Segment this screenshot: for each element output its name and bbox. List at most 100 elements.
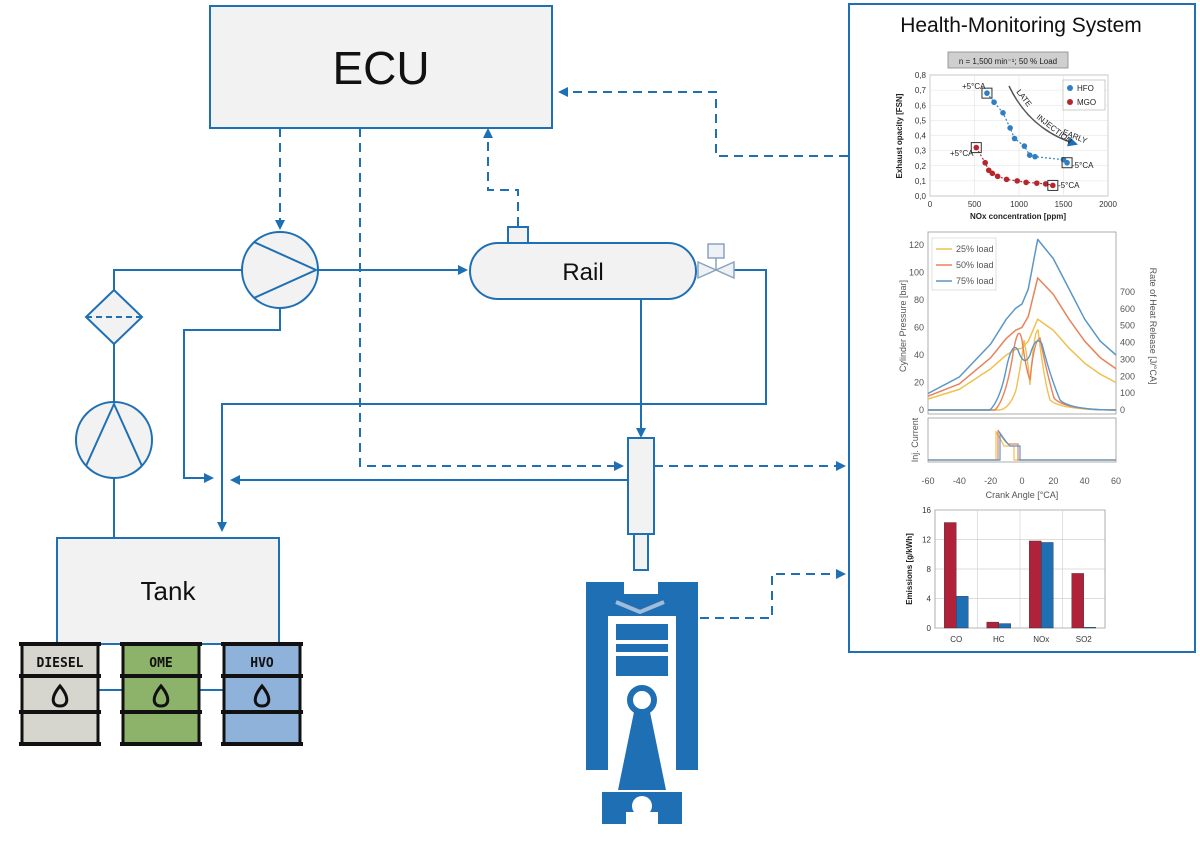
data-point-mgo: [1042, 181, 1049, 187]
legend-75-load: 75% load: [956, 276, 994, 286]
category-label: NOx: [1033, 635, 1049, 644]
opacity-points: [970, 87, 1073, 191]
x-tick-label: 20: [1048, 476, 1058, 486]
y-tick-label: 0,8: [915, 71, 927, 80]
pressure-line: [927, 277, 1117, 397]
highlight-box: [1061, 157, 1073, 169]
annotation-hfo-end: -5°CA: [1072, 161, 1094, 170]
injector-icon: [627, 437, 655, 571]
category-label: HC: [993, 635, 1005, 644]
x-tick-label: 0: [928, 200, 933, 209]
y-tick-label: 0,1: [915, 177, 927, 186]
pressure-valve-icon: [697, 243, 735, 280]
rail-block: Rail: [469, 226, 697, 300]
x-tick-label: 1500: [1055, 200, 1073, 209]
pressure-xlabel: Crank Angle [°CA]: [986, 490, 1059, 500]
drum-label: DIESEL: [37, 656, 84, 671]
data-point-hfo: [1000, 110, 1006, 116]
emission-bar: [998, 623, 1011, 629]
trend-line: [986, 92, 1068, 164]
pressure-line: [927, 238, 1117, 395]
y-right-tick-label: 700: [1120, 287, 1135, 297]
highlight-box: [970, 142, 982, 154]
x-tick-label: 1000: [1010, 200, 1028, 209]
legend-50-load: 50% load: [956, 260, 994, 270]
y-tick-label: 12: [922, 536, 931, 545]
opacity-legend: HFO MGO: [1062, 79, 1106, 111]
x-tick-label: -60: [921, 476, 934, 486]
category-label: CO: [950, 635, 962, 644]
data-point-mgo: [973, 144, 980, 151]
pressure-lines: [927, 238, 1117, 400]
emission-bar: [956, 596, 969, 629]
hms-title: Health-Monitoring System: [900, 14, 1142, 37]
data-point-mgo: [989, 170, 996, 177]
fuel-drop-icon: [51, 683, 69, 708]
opacity-ylabel: Exhaust opacity [FSN]: [895, 93, 904, 178]
fuel-drum-hvo: HVO: [221, 642, 303, 746]
x-tick-label: 60: [1111, 476, 1121, 486]
data-point-mgo: [1014, 178, 1021, 184]
injection-current: [928, 429, 1116, 461]
x-tick-label: 0: [1019, 476, 1024, 486]
emission-bar: [1041, 542, 1054, 629]
pressure-ylabel-left: Cylinder Pressure [bar]: [898, 280, 908, 372]
data-point-hfo: [991, 99, 997, 106]
data-point-mgo: [1003, 176, 1010, 183]
opacity-chart: n = 1,500 min⁻¹; 50 % Load Exhaust opaci…: [895, 51, 1118, 221]
annotation-mgo-end: -5°CA: [1058, 181, 1080, 190]
ecu-block: ECU: [209, 5, 553, 129]
opacity-xlabel: NOx concentration [ppm]: [970, 212, 1066, 221]
emission-bar: [1029, 540, 1042, 629]
y-tick-label: 0,7: [915, 86, 927, 95]
data-point-hfo: [984, 90, 990, 96]
tank-block: Tank: [56, 537, 280, 645]
x-tick-label: 40: [1080, 476, 1090, 486]
pressure-ylabel-right: Rate of Heat Release [J/°CA]: [1148, 268, 1158, 385]
emissions-ylabel: Emissions [g/kWh]: [905, 533, 914, 605]
drum-body: [20, 642, 100, 746]
y-tick-label: 16: [922, 506, 931, 515]
data-point-mgo: [1034, 180, 1040, 186]
drum-label: OME: [149, 656, 172, 671]
opacity-condition: n = 1,500 min⁻¹; 50 % Load: [959, 57, 1057, 66]
y-left-tick-label: 0: [919, 405, 924, 415]
x-tick-label: -40: [953, 476, 966, 486]
y-right-tick-label: 100: [1120, 388, 1135, 398]
y-left-tick-label: 40: [914, 350, 924, 360]
ecu-label: ECU: [332, 42, 429, 94]
x-tick-label: 500: [968, 200, 982, 209]
data-point-hfo: [1011, 135, 1018, 142]
highlight-box: [1047, 179, 1059, 191]
tank-label: Tank: [141, 576, 197, 606]
data-point-hfo: [1026, 152, 1033, 158]
y-right-tick-label: 500: [1120, 321, 1135, 331]
y-tick-label: 0,4: [915, 132, 927, 141]
pressure-chart: Cylinder Pressure [bar] Rate of Heat Rel…: [898, 231, 1158, 500]
data-point-mgo: [1023, 179, 1029, 186]
y-tick-label: 0,0: [915, 192, 927, 201]
data-point-mgo: [1050, 182, 1056, 189]
y-left-tick-label: 120: [909, 240, 924, 250]
y-right-tick-label: 600: [1120, 304, 1135, 314]
data-point-hfo: [1064, 159, 1070, 166]
feed-pump-icon: [75, 401, 153, 479]
y-tick-label: 0: [927, 624, 932, 633]
y-right-tick-label: 0: [1120, 405, 1125, 415]
fuel-drop-icon: [253, 683, 271, 708]
fuel-drums: DIESEL OME HVO: [19, 642, 303, 746]
x-tick-label: 2000: [1099, 200, 1117, 209]
y-tick-label: 0,3: [915, 147, 927, 156]
pressure-ticks: 0204060801001200100200300400500600700-60…: [909, 240, 1135, 486]
fuel-filter-icon: [84, 288, 144, 346]
y-left-tick-label: 100: [909, 267, 924, 277]
signal-lines: [275, 87, 848, 619]
drum-label: HVO: [250, 656, 274, 671]
highlight-box: [981, 87, 993, 99]
emission-bar: [1071, 573, 1084, 629]
pressure-ylabel-bottom: Inj. Current: [910, 417, 920, 462]
